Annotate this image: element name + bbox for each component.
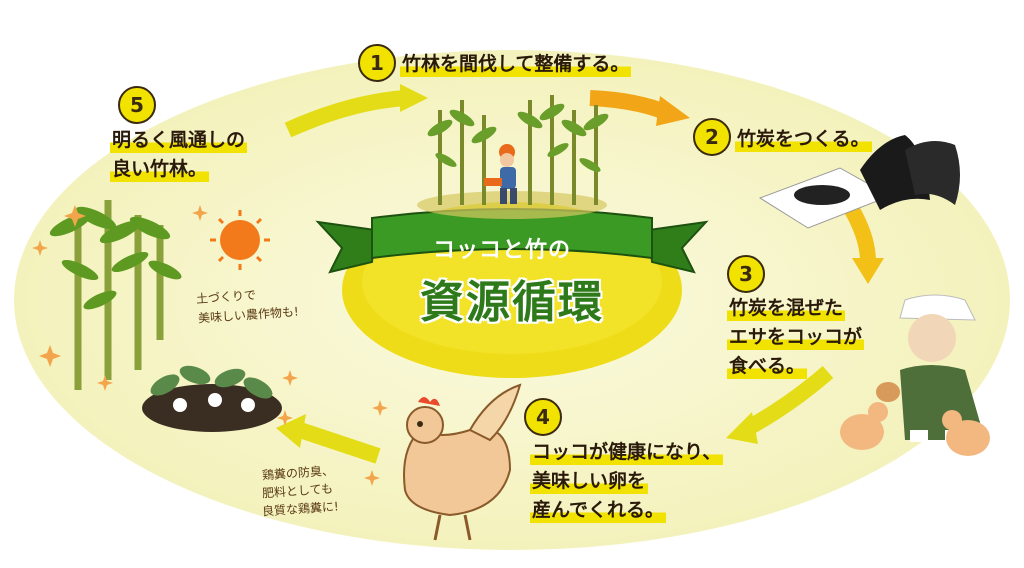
charcoal-icon: [758, 135, 960, 229]
hen-icon: [403, 383, 522, 541]
sparkle-icon: [32, 205, 388, 486]
step-4-text-line-1: コッコが健康になり、: [530, 440, 724, 465]
diagram-title: 資源循環: [420, 277, 604, 328]
step-5-number-badge: 5: [118, 86, 156, 124]
step-2-text-line-1: 竹炭をつくる。: [735, 127, 872, 152]
step-1-number-badge: 1: [358, 44, 396, 82]
step-1-text-line-1: 竹林を間伐して整備する。: [400, 52, 632, 77]
sun-icon: [210, 210, 270, 270]
step-3-text-line-2: エサをコッコが: [727, 325, 865, 350]
arrow-4-to-5: [276, 414, 381, 464]
step-2-number-badge: 2: [693, 118, 731, 156]
step-4-text-line-2: 美味しい卵を: [530, 469, 649, 494]
arrow-3-to-4: [726, 365, 834, 444]
worker-icon: [484, 144, 517, 204]
title-banner: [315, 208, 709, 274]
step-5-text-line-2: 良い竹林。: [110, 157, 210, 182]
vegetable-icon: [142, 365, 282, 432]
bamboo-grove-icon: [49, 200, 182, 390]
step-5-text-line-1: 明るく風通しの: [110, 128, 248, 153]
step-3-text-line-1: 竹炭を混ぜた: [727, 296, 846, 321]
arrow-5-to-1: [284, 84, 428, 138]
chick-icon: [840, 382, 990, 456]
banner-text: コッコと竹の: [432, 238, 571, 263]
step-4-text-line-3: 産んでくれる。: [530, 498, 667, 523]
step-3-number-badge: 3: [727, 255, 765, 293]
arrow-1-to-2: [589, 90, 690, 126]
bamboo-grove-icon: [417, 95, 609, 219]
step-4-number-badge: 4: [524, 398, 562, 436]
arrow-2-to-3: [844, 206, 884, 284]
step-3-text-line-3: 食べる。: [727, 354, 808, 379]
